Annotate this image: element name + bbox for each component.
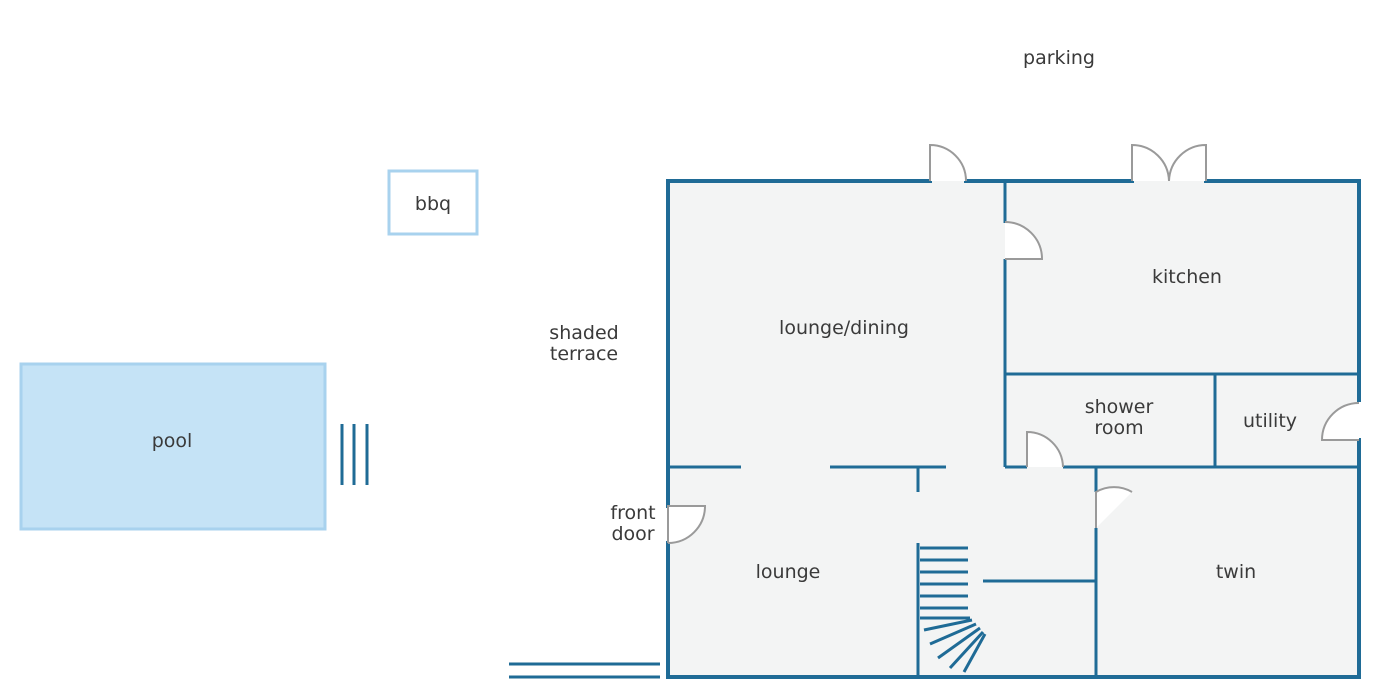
label-lounge-dining: lounge/dining <box>779 317 909 339</box>
door-shower-room <box>1026 430 1064 468</box>
house-floor <box>668 181 1359 677</box>
door-kitchen-double <box>1131 143 1207 182</box>
label-kitchen: kitchen <box>1152 266 1222 288</box>
pool <box>19 362 327 531</box>
terrace-path <box>509 662 660 679</box>
staircase <box>920 546 987 673</box>
label-parking: parking <box>1023 47 1095 69</box>
pool-steps <box>340 424 369 485</box>
label-lounge: lounge <box>756 561 821 583</box>
door-twin <box>1095 486 1133 528</box>
label-utility: utility <box>1243 410 1297 432</box>
interior-walls <box>668 181 1359 677</box>
exterior-walls <box>666 179 1361 679</box>
label-bbq: bbq <box>415 193 451 215</box>
label-front-door-1: front <box>610 502 655 524</box>
bbq-box <box>387 169 479 236</box>
label-shower-room-1: shower <box>1085 396 1154 418</box>
door-front <box>667 505 707 544</box>
label-twin: twin <box>1216 561 1256 583</box>
label-shaded-terrace-2: terrace <box>550 343 618 365</box>
label-front-door-2: door <box>611 523 654 545</box>
door-kitchen-internal <box>1004 221 1044 260</box>
label-shower-room-2: room <box>1094 417 1143 439</box>
door-parking-top <box>929 143 967 182</box>
door-utility-exterior <box>1320 402 1360 441</box>
label-pool: pool <box>152 430 193 452</box>
label-shaded-terrace-1: shaded <box>549 322 618 344</box>
